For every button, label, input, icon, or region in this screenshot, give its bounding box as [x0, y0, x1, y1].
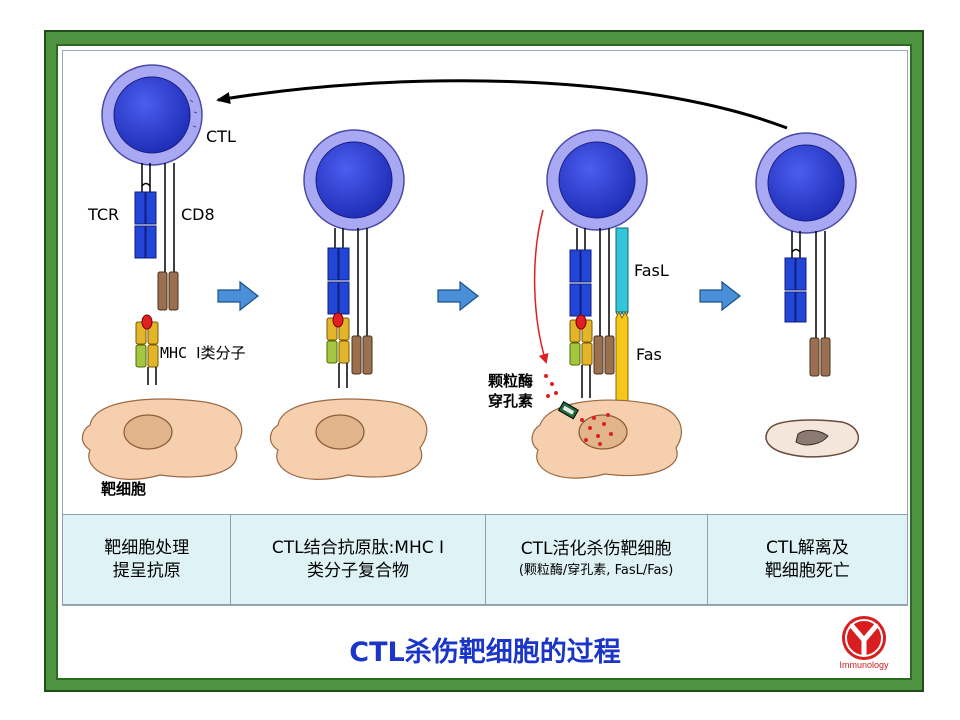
- tcr-receptor: [569, 228, 592, 317]
- granule-dots: [544, 374, 613, 446]
- step-1-line1: 靶细胞处理: [104, 537, 190, 558]
- step-2-line2: 类分子复合物: [306, 560, 409, 581]
- step-2-line1: CTL结合抗原肽:MHC Ⅰ: [271, 537, 445, 558]
- ctl-cell: [303, 129, 405, 231]
- tcr-receptor: [134, 163, 157, 259]
- step-4-line2: 靶细胞死亡: [764, 560, 850, 581]
- cd8-coreceptor: [593, 228, 615, 375]
- target-cell: [81, 398, 243, 480]
- ctl-label: CTL: [206, 127, 236, 146]
- transition-arrow-2: [437, 280, 479, 312]
- stage-3: FasL Fas 颗粒酶 穿孔素: [488, 129, 682, 479]
- fasl-label: FasL: [634, 261, 669, 280]
- logo-text: Immunology: [839, 660, 889, 670]
- cd8-coreceptor: [157, 163, 179, 311]
- step-1-cell: 靶细胞处理 提呈抗原: [63, 515, 232, 604]
- ctl-cell: [755, 132, 857, 234]
- ctl-cell: [546, 129, 648, 231]
- step-4-line1: CTL解离及: [765, 537, 849, 558]
- diagram-frame: [62, 50, 908, 606]
- mhc-label: MHC Ⅰ类分子: [160, 344, 246, 362]
- step-3-cell: CTL活化杀伤靶细胞 (颗粒酶/穿孔素, FasL/Fas): [486, 515, 708, 604]
- immunology-logo-icon: [842, 616, 886, 660]
- granule-release-arrow: [533, 209, 549, 364]
- transition-arrow-1: [217, 280, 259, 312]
- fasl-ligand: [615, 227, 629, 320]
- stage-1: CTL TCR CD8 MHC Ⅰ类分子 靶细胞: [81, 64, 246, 498]
- ctl-cell: [101, 64, 203, 166]
- perforin-pore: [557, 400, 579, 420]
- fas-receptor: [615, 310, 629, 409]
- target-cell-label: 靶细胞: [101, 480, 146, 498]
- fas-label: Fas: [636, 345, 662, 364]
- page-title: CTL杀伤靶细胞的过程: [349, 637, 621, 668]
- tcr-receptor: [327, 228, 350, 315]
- step-4-cell: CTL解离及 靶细胞死亡: [708, 515, 907, 604]
- stage-4: [755, 132, 859, 458]
- cd8-label: CD8: [181, 205, 215, 224]
- step-2-cell: CTL结合抗原肽:MHC Ⅰ 类分子复合物: [231, 515, 486, 604]
- stage-2: [269, 129, 428, 480]
- tcr-receptor: [784, 231, 807, 323]
- granzyme-label: 颗粒酶: [488, 372, 533, 390]
- cd8-coreceptor: [351, 228, 373, 375]
- mhc-molecule: [135, 314, 159, 385]
- mhc-molecule: [326, 312, 350, 388]
- cd8-coreceptor: [809, 231, 831, 377]
- mhc-molecule: [569, 314, 593, 398]
- step-3-line2: (颗粒酶/穿孔素, FasL/Fas): [518, 563, 674, 578]
- return-arrow: [216, 79, 788, 130]
- step-1-line2: 提呈抗原: [112, 560, 181, 581]
- perforin-label: 穿孔素: [488, 392, 533, 410]
- tcr-label: TCR: [87, 205, 119, 224]
- step-3-line1: CTL活化杀伤靶细胞: [520, 539, 672, 559]
- target-cell: [269, 398, 428, 480]
- transition-arrow-3: [699, 280, 741, 312]
- target-cell: [531, 399, 682, 479]
- steps-table: 靶细胞处理 提呈抗原 CTL结合抗原肽:MHC Ⅰ 类分子复合物 CTL活化杀伤…: [62, 514, 908, 605]
- dead-target-cell: [765, 419, 859, 458]
